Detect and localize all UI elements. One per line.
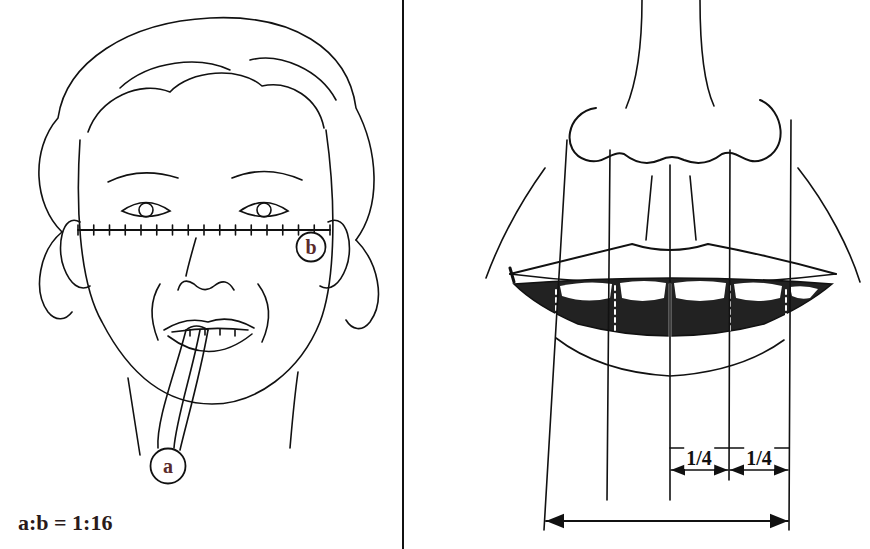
- guide-line: [669, 165, 671, 500]
- eyebrow: [232, 171, 302, 180]
- guide-line: [729, 150, 730, 480]
- nose-line: [186, 238, 196, 276]
- neck-line: [128, 378, 140, 455]
- nose-bridge: [626, 0, 642, 108]
- face-outline: [78, 130, 333, 404]
- tooth: [790, 286, 818, 298]
- paper-strip: [186, 326, 208, 330]
- hair-wave: [120, 62, 230, 88]
- dimension-arrow: [730, 469, 788, 471]
- guide-line: [544, 140, 567, 530]
- guide-line: [607, 150, 610, 500]
- paper-strip: [174, 330, 200, 448]
- eye: [122, 203, 170, 217]
- paper-strip: [180, 330, 208, 450]
- guide-line: [789, 120, 791, 530]
- eye: [240, 203, 288, 217]
- ratio-formula: a:b = 1:16: [18, 512, 112, 534]
- philtrum: [646, 176, 652, 240]
- tick-marks: [78, 225, 330, 235]
- callout-letter: b: [305, 237, 316, 257]
- circle-shape: [297, 233, 326, 262]
- panel-divider: [402, 0, 404, 549]
- hair-wave: [88, 73, 324, 132]
- iris: [257, 203, 271, 217]
- nostrils: [178, 281, 234, 290]
- teeth-line: [172, 328, 248, 332]
- cheek-line: [258, 284, 268, 342]
- callout-circle: a: [149, 447, 187, 485]
- fraction-label: 1/4: [744, 447, 774, 469]
- tooth: [674, 281, 726, 301]
- callout-circle: b: [295, 231, 327, 263]
- cheek-line: [798, 168, 860, 282]
- tooth: [620, 281, 666, 301]
- mouth-corner: [510, 268, 514, 282]
- iris: [139, 203, 153, 217]
- dimension-arrow: [546, 520, 788, 522]
- philtrum: [690, 176, 696, 240]
- eyebrow: [108, 173, 178, 182]
- paper-strip: [158, 330, 186, 448]
- teeth: [190, 329, 235, 336]
- callout-letter: a: [163, 456, 173, 476]
- cheek-line: [152, 284, 160, 340]
- tooth: [734, 282, 782, 301]
- hair-outline: [346, 240, 378, 329]
- cheek-line: [486, 168, 545, 278]
- nose-base: [570, 100, 781, 163]
- tooth: [560, 282, 612, 300]
- hair-wave: [250, 58, 336, 100]
- nose-bridge: [700, 0, 714, 106]
- fraction-label: 1/4: [684, 447, 714, 469]
- dimension-arrow: [671, 469, 728, 471]
- mouth-band: [514, 278, 832, 336]
- circle-shape: [151, 449, 186, 484]
- neck-line: [290, 372, 298, 448]
- hair-outline: [39, 18, 374, 240]
